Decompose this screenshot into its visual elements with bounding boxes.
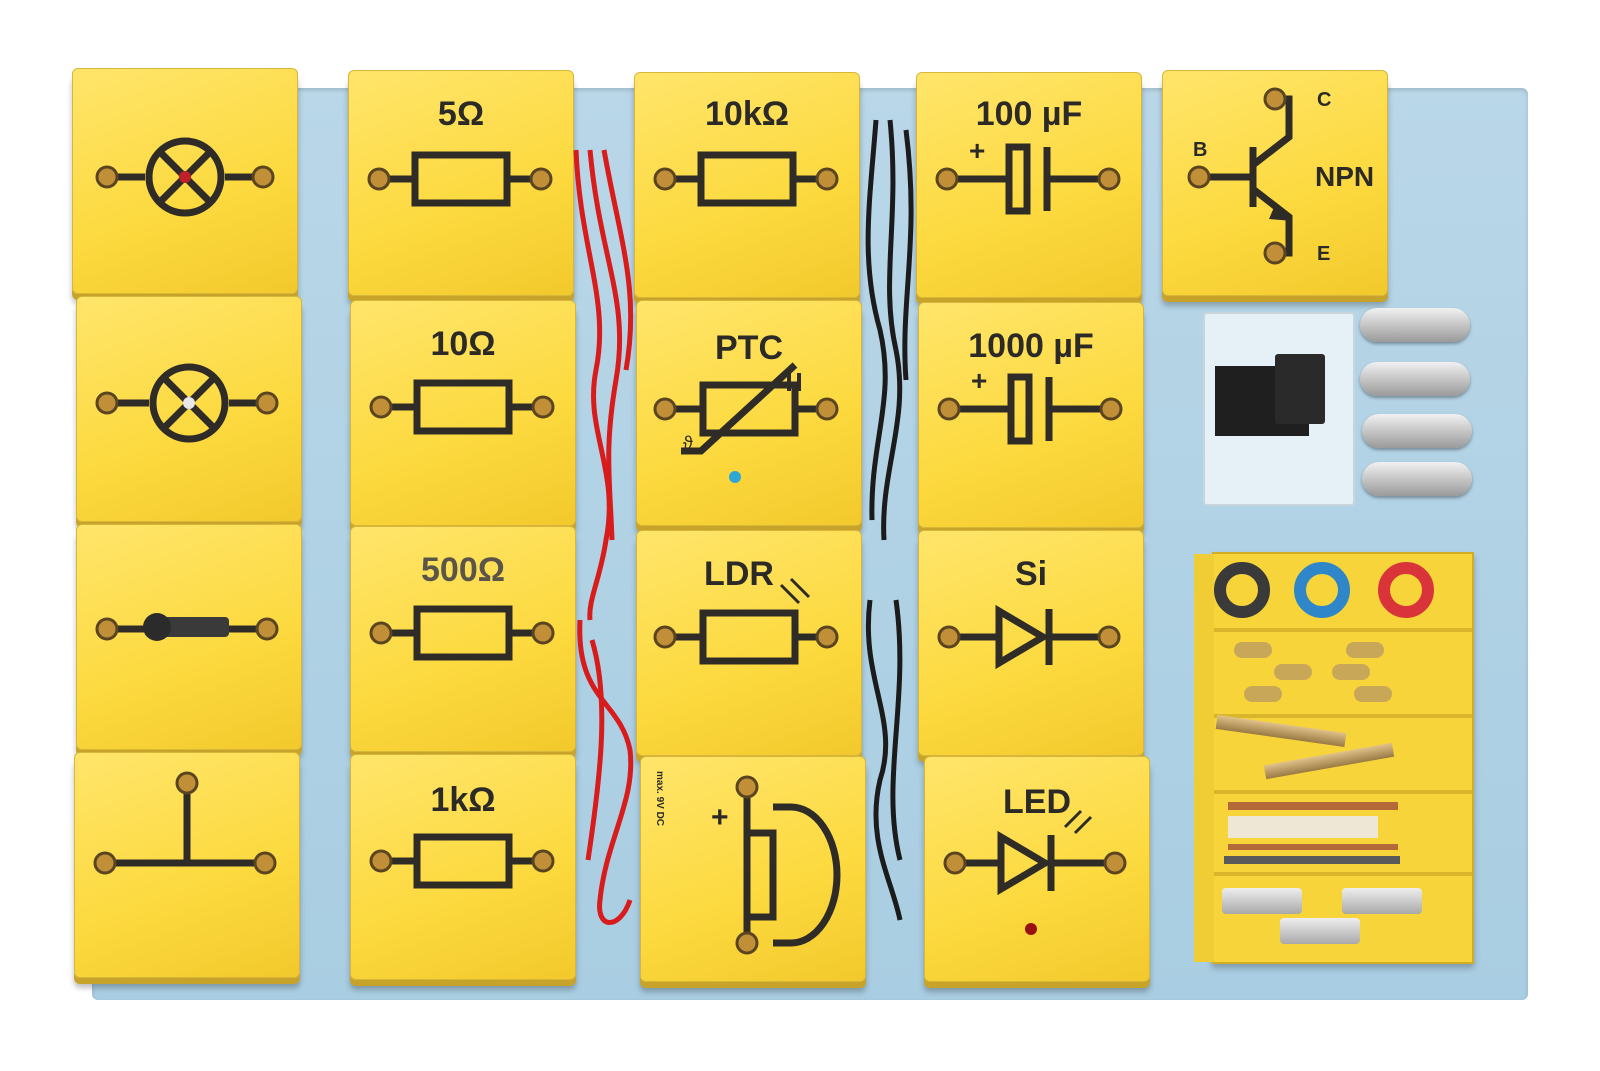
- bulb-icon: [1354, 686, 1392, 702]
- resistor-symbol-icon: [367, 151, 553, 207]
- buzzer-block[interactable]: + max. 9V DC: [640, 756, 866, 982]
- led-block[interactable]: LED: [924, 756, 1150, 982]
- insulator-rod-icon: [1228, 816, 1378, 838]
- polarity-plus: +: [969, 135, 986, 166]
- tray-side: [1194, 554, 1214, 962]
- metal-clip-icon[interactable]: [1362, 462, 1472, 496]
- resistor-10ohm-block[interactable]: 10Ω: [350, 300, 576, 526]
- resistor-symbol-icon: [369, 379, 555, 435]
- electrolytic-capacitor-icon: [935, 143, 1121, 215]
- resistor-500ohm-block[interactable]: 500Ω: [350, 526, 576, 752]
- resistor-value-label: 500Ω: [421, 551, 505, 589]
- polarity-plus: +: [711, 801, 729, 834]
- accessory-tray[interactable]: [1194, 552, 1474, 964]
- bulb-icon: [1332, 664, 1370, 680]
- alligator-clip-icon: [1263, 742, 1395, 780]
- resistor-symbol-icon: [653, 151, 839, 207]
- bulb-icon: [1234, 642, 1272, 658]
- resistor-value-label: 5Ω: [437, 95, 485, 133]
- transistor-holder-icon: [1275, 354, 1325, 424]
- led-symbol-icon: [943, 809, 1127, 935]
- resistor-value-label: 10Ω: [430, 325, 496, 363]
- silicon-diode-block[interactable]: Si: [918, 530, 1144, 756]
- ldr-label: LDR: [704, 555, 774, 593]
- graphite-rod-icon: [1224, 856, 1400, 864]
- npn-transistor-block[interactable]: B C E NPN: [1162, 70, 1388, 296]
- red-ring-icon: [1378, 562, 1434, 618]
- lamp-symbol-icon: [95, 137, 275, 217]
- tray-divider: [1214, 790, 1472, 794]
- resistor-5ohm-block[interactable]: 5Ω: [348, 70, 574, 296]
- bulb-icon: [1244, 686, 1282, 702]
- capacitor-100uf-block[interactable]: 100 µF +: [916, 72, 1142, 298]
- switch-block[interactable]: [76, 524, 302, 750]
- ptc-thermistor-icon: [653, 362, 839, 483]
- fuse-icon: [1342, 888, 1422, 914]
- tray-divider: [1214, 628, 1472, 632]
- metal-clip-icon[interactable]: [1362, 414, 1472, 448]
- blue-ring-icon: [1294, 562, 1350, 618]
- lamp-symbol-icon: [95, 363, 279, 443]
- copper-rod-icon: [1228, 844, 1398, 850]
- buzzer-symbol-icon: [735, 775, 841, 955]
- tray-divider: [1214, 872, 1472, 876]
- switch-symbol-icon: [95, 613, 279, 641]
- npn-transistor-icon: [1187, 87, 1293, 265]
- fuse-icon: [1222, 888, 1302, 914]
- lamp-block-2[interactable]: [76, 296, 302, 522]
- alligator-clip-icon: [1215, 715, 1347, 747]
- temperature-symbol: ϑ: [683, 433, 693, 453]
- metal-clip-icon[interactable]: [1360, 362, 1470, 396]
- capacitor-value-label: 100 µF: [975, 95, 1083, 133]
- ptc-block[interactable]: PTC ϑ: [636, 300, 862, 526]
- electrolytic-capacitor-icon: [937, 373, 1123, 445]
- black-ring-icon: [1214, 562, 1270, 618]
- resistor-1k-block[interactable]: 1kΩ: [350, 754, 576, 980]
- emitter-label: E: [1317, 243, 1331, 265]
- ldr-block[interactable]: LDR: [636, 530, 862, 756]
- ptc-label: PTC: [715, 329, 783, 367]
- resistor-value-label: 10kΩ: [705, 95, 789, 133]
- led-label: LED: [1003, 783, 1071, 821]
- resistor-symbol-icon: [369, 833, 555, 889]
- base-label: B: [1193, 139, 1208, 161]
- buzzer-rating-label: max. 9V DC: [654, 771, 665, 827]
- collector-label: C: [1317, 89, 1332, 111]
- bulb-icon: [1346, 642, 1384, 658]
- npn-label: NPN: [1315, 161, 1375, 192]
- copper-rod-icon: [1228, 802, 1398, 810]
- resistor-10k-block[interactable]: 10kΩ: [634, 72, 860, 298]
- junction-symbol-icon: [93, 771, 277, 875]
- capacitor-value-label: 1000 µF: [968, 327, 1094, 365]
- ldr-symbol-icon: [653, 577, 839, 665]
- polarity-plus: +: [971, 365, 988, 396]
- tray-divider: [1214, 714, 1472, 718]
- bulb-icon: [1274, 664, 1312, 680]
- capacitor-1000uf-block[interactable]: 1000 µF +: [918, 302, 1144, 528]
- fuse-icon: [1280, 918, 1360, 944]
- junction-block[interactable]: [74, 752, 300, 978]
- resistor-value-label: 1kΩ: [430, 781, 496, 819]
- lamp-block-1[interactable]: [72, 68, 298, 294]
- component-case[interactable]: [1203, 312, 1355, 506]
- resistor-symbol-icon: [369, 605, 555, 661]
- diode-symbol-icon: [937, 604, 1121, 670]
- metal-clip-icon[interactable]: [1360, 308, 1470, 342]
- diode-label: Si: [1014, 555, 1048, 593]
